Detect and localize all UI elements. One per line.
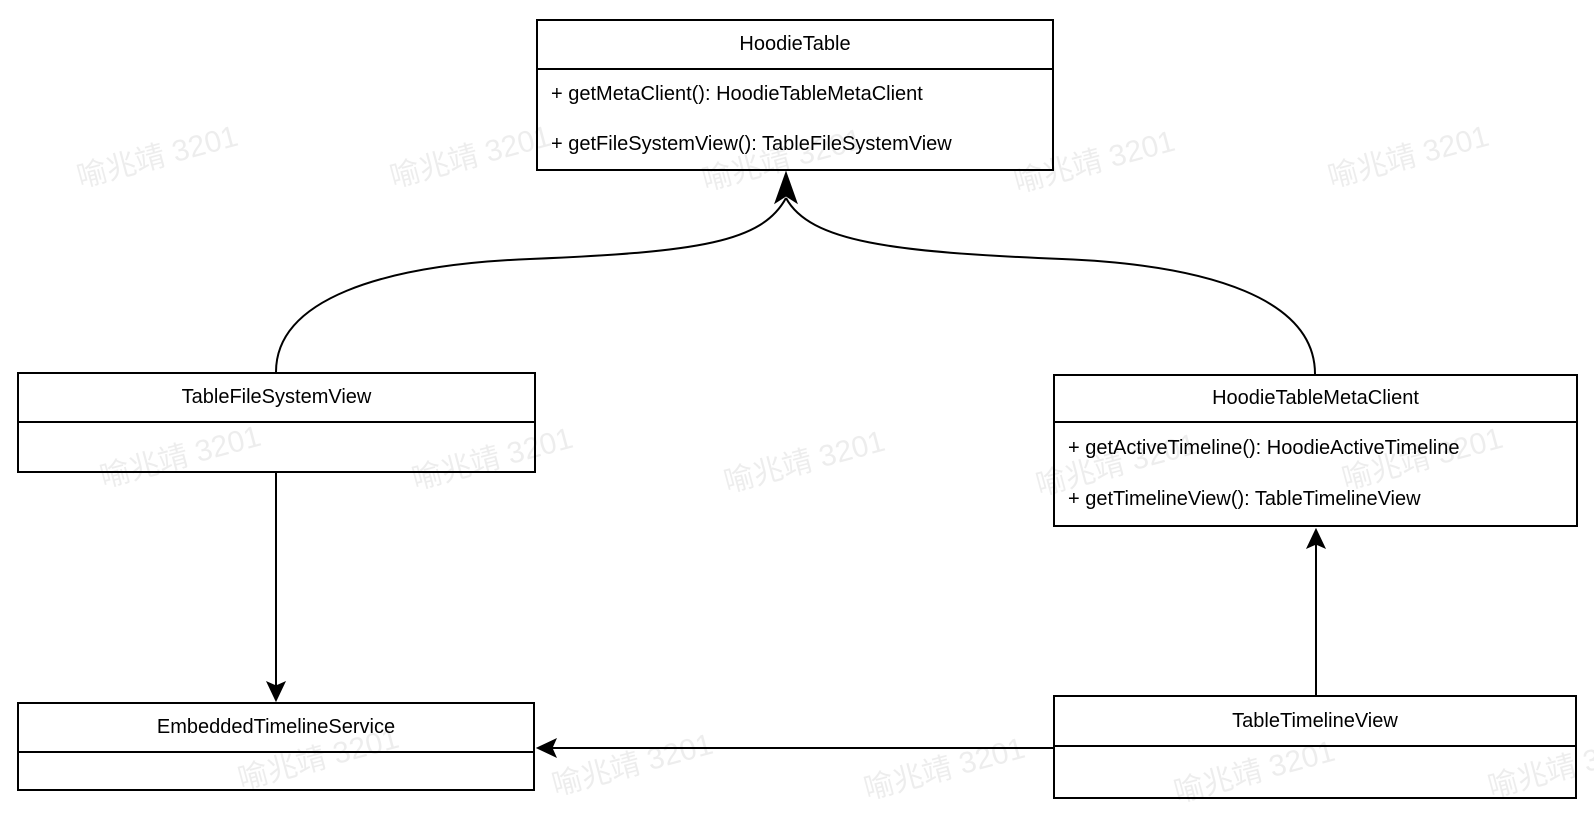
edge-hoodietablemetaclient-to-hoodietable: [785, 197, 1316, 375]
watermark-text: 喻兆靖 3201: [1324, 119, 1493, 195]
watermark-text: 喻兆靖 3201: [386, 119, 555, 195]
method-get-timeline-view: + getTimelineView(): TableTimelineView: [1068, 488, 1421, 510]
class-hoodie-table-title: HoodieTable: [538, 21, 1052, 70]
class-embedded-timeline-service: EmbeddedTimelineService: [17, 702, 535, 791]
class-hoodie-table-meta-client: HoodieTableMetaClient + getActiveTimelin…: [1053, 374, 1578, 527]
class-table-timeline-view-empty-compartment: [1055, 747, 1575, 797]
watermark-text: 喻兆靖 3201: [548, 727, 717, 803]
method-get-meta-client: + getMetaClient(): HoodieTableMetaClient: [551, 83, 923, 106]
class-table-timeline-view-title: TableTimelineView: [1055, 697, 1575, 747]
edge-tablefilesystemview-to-hoodietable: [275, 197, 787, 373]
method-get-active-timeline: + getActiveTimeline(): HoodieActiveTimel…: [1068, 437, 1460, 459]
arrowhead-up-into-hoodietablemetaclient: [1305, 527, 1327, 550]
class-table-file-system-view-title: TableFileSystemView: [19, 374, 534, 423]
class-hoodie-table-meta-client-methods: + getActiveTimeline(): HoodieActiveTimel…: [1055, 423, 1576, 525]
class-embedded-timeline-service-title: EmbeddedTimelineService: [19, 704, 533, 753]
class-table-timeline-view: TableTimelineView: [1053, 695, 1577, 799]
watermark-text: 喻兆靖 3201: [860, 731, 1029, 807]
arrowhead-down-into-embeddedtimelineservice: [265, 680, 287, 703]
class-hoodie-table: HoodieTable + getMetaClient(): HoodieTab…: [536, 19, 1054, 171]
watermark-text: 喻兆靖 3201: [720, 424, 889, 500]
class-table-file-system-view-empty-compartment: [19, 423, 534, 471]
watermark-text: 喻兆靖 3201: [73, 119, 242, 195]
arrowhead-up-into-hoodietable: [774, 170, 798, 205]
class-table-file-system-view: TableFileSystemView: [17, 372, 536, 473]
arrowhead-left-into-embeddedtimelineservice: [535, 737, 558, 759]
class-hoodie-table-methods: + getMetaClient(): HoodieTableMetaClient…: [538, 70, 1052, 169]
class-embedded-timeline-service-empty-compartment: [19, 753, 533, 789]
class-hoodie-table-meta-client-title: HoodieTableMetaClient: [1055, 376, 1576, 423]
method-get-file-system-view: + getFileSystemView(): TableFileSystemVi…: [551, 132, 952, 155]
